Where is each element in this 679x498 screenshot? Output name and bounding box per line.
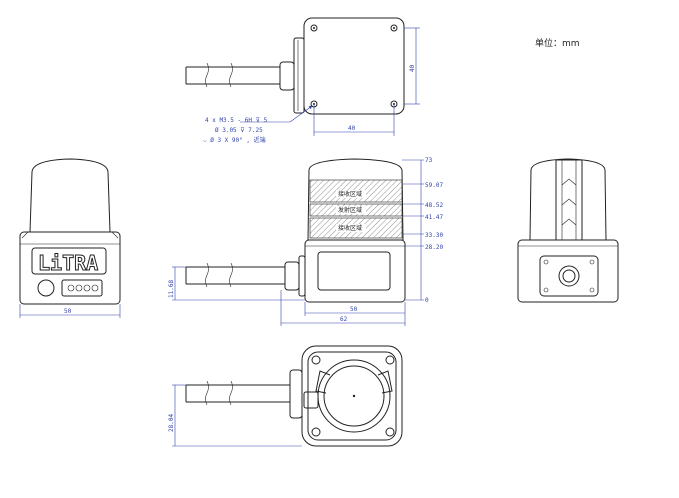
led-panel (61, 279, 103, 297)
front-dim-body-width: 50 (350, 306, 358, 313)
cable-gland (558, 265, 580, 287)
top-view: 40 40 4 x M3.5 - 6H ⊽ 5 Ø 3.05 ⊽ 7.25 ⌵ … (185, 17, 420, 144)
bottom-view-latch-left (315, 370, 331, 394)
front-view-height-dims: 73 59.07 48.52 41.47 33.30 28.20 0 (402, 157, 443, 304)
top-view-dimensions: 40 40 (240, 27, 420, 136)
front-view-dome (307, 158, 404, 241)
height-dim-59: 59.07 (425, 182, 443, 189)
right-view (517, 158, 619, 303)
hole-notes: 4 x M3.5 - 6H ⊽ 5 Ø 3.05 ⊽ 7.25 ⌵ Ø 3 X … (203, 117, 268, 144)
left-dim-width: 50 (64, 308, 72, 315)
bottom-dim-cable-height: 28.04 (168, 414, 175, 432)
front-view-base (304, 239, 406, 303)
top-view-cable (185, 37, 305, 114)
bottom-view-cable-clip (303, 391, 319, 409)
zone-label-emit: 发射区域 (338, 206, 362, 214)
right-view-center-ridge (555, 159, 583, 241)
bottom-view-cable (185, 369, 303, 419)
zone-label-bg-2 (336, 206, 366, 214)
bottom-view-latch-right (377, 370, 393, 394)
front-dim-total-width: 62 (340, 316, 348, 323)
right-view-cable-panel (539, 255, 599, 297)
led-indicators (67, 284, 99, 292)
hole-note-thread: 4 x M3.5 - 6H ⊽ 5 (205, 117, 268, 124)
left-view-dome (29, 158, 111, 233)
left-view-base (19, 231, 121, 305)
zone-label-receive-upper: 接收区域 (338, 190, 362, 198)
front-view-cable (185, 255, 306, 297)
zone-label-receive-lower: 接收区域 (338, 224, 362, 232)
zone-label-bg-3 (336, 224, 366, 232)
right-view-base (517, 239, 619, 303)
height-dim-28: 28.20 (425, 244, 443, 251)
right-view-dome (529, 158, 607, 241)
right-view-screws (543, 259, 595, 293)
hole-note-chamfer: ⌵ Ø 3 X 90° , 近端 (203, 136, 266, 144)
mounting-holes (310, 24, 398, 108)
height-dim-73: 73 (425, 157, 433, 164)
top-dim-width: 40 (348, 125, 356, 132)
height-dim-41: 41.47 (425, 214, 443, 221)
left-view: LiTRA 50 (19, 158, 121, 318)
hole-note-drill: Ø 3.05 ⊽ 7.25 (215, 127, 263, 134)
bottom-view-screws (311, 355, 395, 437)
top-view-body (303, 17, 405, 115)
bottom-view: 28.04 (168, 345, 403, 447)
front-dim-cable-height: 11.68 (168, 280, 175, 298)
logo-plate (31, 247, 107, 275)
brand-logo: LiTRA (38, 251, 98, 275)
height-dim-48: 48.52 (425, 202, 443, 209)
height-dim-33: 33.30 (425, 232, 443, 239)
left-view-connector (37, 279, 55, 297)
bottom-view-dimensions: 28.04 (168, 384, 302, 447)
zone-label-bg-1 (336, 190, 366, 198)
front-view-width-dims: 50 62 11.68 (168, 266, 406, 326)
bottom-view-body (301, 345, 403, 447)
front-view-window (317, 251, 391, 291)
unit-label: 单位：mm (535, 39, 580, 49)
top-dim-height: 40 (409, 64, 416, 72)
front-view: 接收区域 发射区域 接收区域 73 59.07 48.52 41.47 33.3… (168, 157, 443, 326)
height-dim-0: 0 (425, 297, 429, 304)
left-view-dimensions: 50 (19, 304, 121, 318)
